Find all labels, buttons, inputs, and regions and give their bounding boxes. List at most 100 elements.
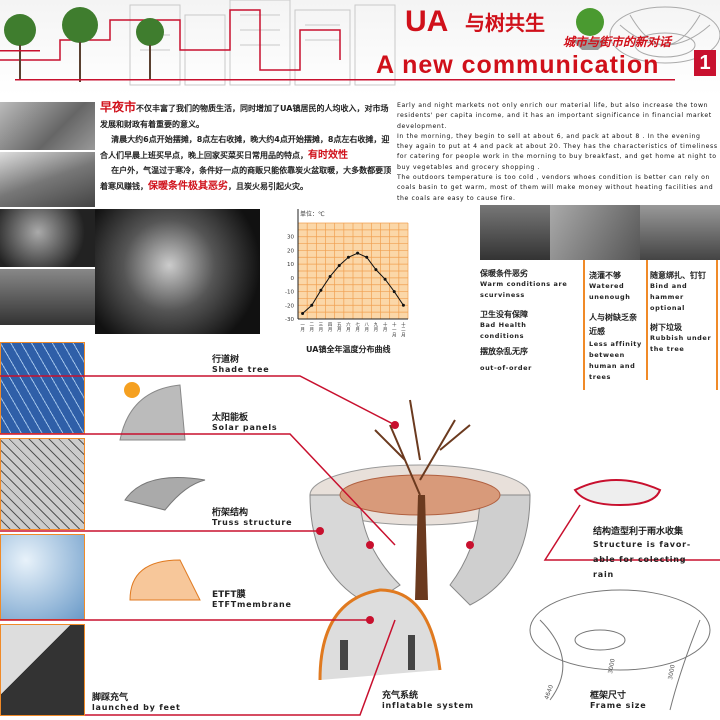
chart-line-series <box>302 252 404 314</box>
sun-icon <box>124 382 140 398</box>
chart-y-tick: 30 <box>287 235 294 241</box>
city-skyline-sketch <box>0 0 720 86</box>
problem-en: Bind and hammer optional <box>650 282 688 312</box>
chart-data-point <box>383 277 387 281</box>
problem-en: Rubbish under the tree <box>650 334 712 353</box>
chart-y-label: 单位：℃ <box>300 210 325 218</box>
intro-en: Early and night markets not only enrich … <box>397 102 718 202</box>
problem-photo-1 <box>480 205 550 260</box>
inflatable-arch-diagram <box>318 588 442 681</box>
temperature-chart: -30-20-100102030十二月十一月十月九月八月七月六月五月四月三月二月… <box>285 209 409 354</box>
chart-y-tick: 10 <box>287 262 294 268</box>
chart-data-point <box>365 255 369 259</box>
problem-zh: 浇灌不够 <box>589 271 621 280</box>
chart-y-tick: 0 <box>291 276 295 282</box>
chart-x-tick: 六月 <box>346 321 351 333</box>
chart-data-point <box>401 303 405 307</box>
intro-zh-p1: 不仅丰富了我们的物质生活，同时增加了UA镇居民的人均收入，对市场发展和财政有着重… <box>100 104 389 129</box>
chart-x-tick: 四月 <box>328 322 333 333</box>
highlight-market: 早夜市 <box>100 100 137 114</box>
chart-x-tick: 二月 <box>310 322 315 333</box>
problem-en: Warm conditions are scurviness <box>480 280 568 299</box>
chart-data-point <box>310 303 314 307</box>
market-photo-1 <box>0 102 95 150</box>
truss-module-diagram <box>124 477 206 511</box>
solar-panel-photo <box>0 342 85 434</box>
dimension-label: 3000 <box>667 664 677 680</box>
intro-zh-p3-end: ，且炭火易引起火灾。 <box>228 181 308 191</box>
panel-divider <box>583 260 585 390</box>
highlight-warmth: 保暖条件极其恶劣 <box>148 180 228 192</box>
etfe-module-diagram <box>129 559 201 601</box>
chart-x-tick: 十一月 <box>392 321 397 338</box>
problem-zh: 卫生没有保障 <box>480 310 528 319</box>
dome-diagram <box>309 399 531 606</box>
rain-structure-diagram <box>573 479 662 507</box>
problem-column-3: 随意绑扎、钉钉 Bind and hammer optional 树下垃圾 Ru… <box>650 270 716 355</box>
chart-y-tick: -10 <box>285 290 294 296</box>
inflatable-photo <box>0 624 85 716</box>
panel-divider <box>716 260 718 390</box>
chart-x-tick: 五月 <box>337 322 342 333</box>
highlight-timeliness: 有时效性 <box>308 149 348 161</box>
market-photo-4 <box>0 269 95 325</box>
header-banner: UA 与树共生 城市与街市的新对话 A new communication 1 <box>0 0 720 95</box>
chart-x-tick: 八月 <box>365 323 370 333</box>
chart-data-point <box>319 288 323 292</box>
problem-en: out-of-order <box>480 364 532 372</box>
chart-data-point <box>328 274 332 278</box>
chart-x-tick: 十二月 <box>401 321 406 338</box>
problem-zh: 随意绑扎、钉钉 <box>650 271 706 280</box>
problem-zh: 摆放杂乱无序 <box>480 347 528 356</box>
problem-en: Watered unenough <box>589 282 631 301</box>
chart-data-point <box>392 290 396 294</box>
market-photo-3 <box>0 209 95 267</box>
subtitle-en: A new communication <box>376 51 660 79</box>
chart-data-point <box>346 255 350 259</box>
subtitle-zh: 城市与街市的新对话 <box>563 35 672 49</box>
intro-zh-p2: 清晨大约6点开始摆摊，8点左右收摊，晚大约4点开始摆摊，8点左右收摊，迎合人们早… <box>100 135 390 160</box>
chart-x-tick: 三月 <box>319 322 324 333</box>
panel-divider <box>646 260 648 380</box>
person-silhouette <box>340 635 415 670</box>
market-photo-2 <box>0 152 95 207</box>
problem-en: Bad Health conditions <box>480 321 527 340</box>
chart-data-point <box>374 268 378 272</box>
title-zh: 与树共生 <box>465 11 545 35</box>
intro-zh-p3: 在户外，气温过于寒冷，条件好一点的商贩只能依靠炭火盆取暖，大多数都要顶着寒风赚钱… <box>100 166 392 191</box>
chart-title: UA镇全年温度分布曲线 <box>306 344 390 354</box>
solar-module-diagram <box>119 384 186 441</box>
problem-column-1: 保暖条件恶劣 Warm conditions are scurviness 卫生… <box>480 268 580 374</box>
problem-en: Less affinity between human and trees <box>589 340 642 381</box>
problem-photo-3 <box>640 205 720 260</box>
problem-zh: 人与树缺乏亲近感 <box>589 313 637 336</box>
chart-x-tick: 一月 <box>300 323 305 333</box>
chart-data-point <box>356 251 360 255</box>
page-number-badge: 1 <box>694 50 716 76</box>
chart-x-tick: 九月 <box>374 321 379 333</box>
problem-photo-2 <box>550 205 640 260</box>
problem-column-2: 浇灌不够 Watered unenough 人与树缺乏亲近感 Less affi… <box>589 270 644 383</box>
chart-y-tick: 20 <box>287 248 294 254</box>
title-latin: UA <box>405 5 449 38</box>
problem-zh: 树下垃圾 <box>650 323 682 332</box>
dimension-label: 4640 <box>543 684 555 701</box>
intro-zh: 早夜市不仅丰富了我们的物质生活，同时增加了UA镇居民的人均收入，对市场发展和财政… <box>100 100 392 194</box>
chart-data-point <box>337 264 341 268</box>
problem-zh: 保暖条件恶劣 <box>480 269 528 278</box>
leader-lines <box>0 375 720 716</box>
chart-y-tick: -30 <box>285 317 294 323</box>
chart-y-tick: -20 <box>285 303 294 309</box>
etfe-photo <box>0 534 85 620</box>
chart-x-tick: 七月 <box>355 321 360 333</box>
vendor-photo <box>95 209 260 334</box>
chart-data-point <box>301 312 305 316</box>
